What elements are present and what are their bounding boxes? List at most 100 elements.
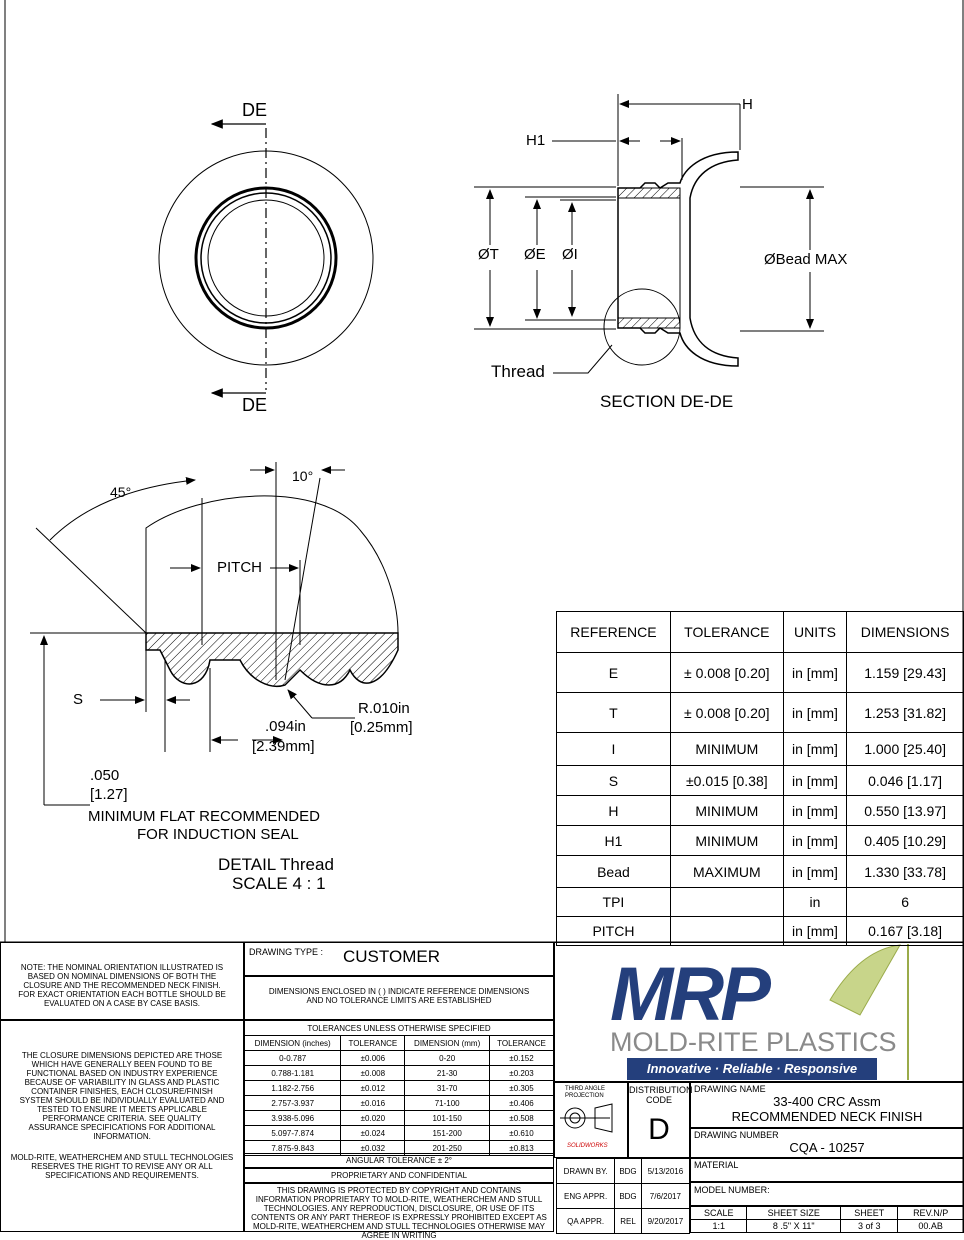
table-cell: 71-100 <box>404 1095 491 1111</box>
dimension-header: UNITS <box>782 611 848 653</box>
material-cell: MATERIAL <box>690 1158 964 1182</box>
table-cell: ±0.032 <box>340 1140 406 1156</box>
table-cell: ±0.406 <box>489 1095 554 1111</box>
table-cell: in <box>782 887 848 917</box>
signoff-cell: QA APPR. <box>555 1208 616 1234</box>
dimensions-note: DIMENSIONS ENCLOSED IN ( ) INDICATE REFE… <box>244 976 554 1020</box>
tolerance-header: DIMENSION (mm) <box>404 1035 491 1051</box>
table-cell: in [mm] <box>782 795 848 826</box>
pitch-label: PITCH <box>217 559 262 576</box>
table-cell: 1.253 [31.82] <box>846 692 964 733</box>
top-section-label: DE <box>242 100 268 120</box>
closure-note: THE CLOSURE DIMENSIONS DEPICTED ARE THOS… <box>19 1051 225 1141</box>
table-cell: MINIMUM <box>669 825 784 856</box>
table-cell: E <box>556 652 671 693</box>
dim-bead-label: ØBead MAX <box>764 251 848 268</box>
projection-symbol-icon <box>560 1103 613 1133</box>
orientation-note: NOTE: THE NOMINAL ORIENTATION ILLUSTRATE… <box>0 942 244 1020</box>
table-cell: 21-30 <box>404 1065 491 1081</box>
model-number-label: MODEL NUMBER: <box>694 1185 770 1195</box>
table-cell: ± 0.008 [0.20] <box>669 692 784 733</box>
detail-title: DETAIL Thread <box>218 855 334 874</box>
table-row: E± 0.008 [0.20]in [mm]1.159 [29.43] <box>556 652 964 693</box>
material-label: MATERIAL <box>694 1160 739 1170</box>
drawing-name-label: DRAWING NAME <box>694 1084 766 1094</box>
table-cell: MAXIMUM <box>669 855 784 888</box>
table-cell: 1.182-2.756 <box>243 1080 342 1096</box>
signoff-cell: 7/6/2017 <box>640 1183 691 1209</box>
table-cell: 0-0.787 <box>243 1050 342 1066</box>
table-cell: ±0.024 <box>340 1125 406 1141</box>
proprietary-label: PROPRIETARY AND CONFIDENTIAL <box>244 1168 554 1183</box>
drawing-number-cell: DRAWING NUMBER CQA - 10257 <box>690 1128 964 1158</box>
dim-t-label: ØT <box>478 246 499 263</box>
flat-note-line1: MINIMUM FLAT RECOMMENDED <box>88 808 320 825</box>
tagline: Innovative · Reliable · Responsive <box>627 1058 877 1080</box>
angle-10-label: 10° <box>292 468 314 484</box>
drawing-name-line1: 33-400 CRC Assm <box>773 1094 881 1109</box>
table-cell: ±0.610 <box>489 1125 554 1141</box>
table-cell: ±0.020 <box>340 1110 406 1126</box>
projection-cell: THIRD ANGLE PROJECTION SOLIDWORKS <box>554 1082 628 1158</box>
rights-note: MOLD-RITE, WEATHERCHEM AND STULL TECHNOL… <box>10 1153 234 1180</box>
table-cell: 6 <box>846 887 964 917</box>
company-name: MOLD-RITE PLASTICS <box>610 1027 897 1057</box>
angle-45-label: 45° <box>110 484 132 500</box>
table-cell: ±0.203 <box>489 1065 554 1081</box>
thread-callout: Thread <box>491 362 545 381</box>
flat-note-line2: FOR INDUCTION SEAL <box>137 826 299 843</box>
signoff-cell: BDG <box>614 1158 642 1184</box>
width-mm-label: [2.39mm] <box>252 738 315 755</box>
flat-mm-label: [1.27] <box>90 786 128 803</box>
projection-label: THIRD ANGLE PROJECTION <box>565 1086 606 1099</box>
table-cell: ±0.015 [0.38] <box>669 765 784 796</box>
table-cell: 101-150 <box>404 1110 491 1126</box>
table-cell: ±0.012 <box>340 1080 406 1096</box>
table-cell: 0-20 <box>404 1050 491 1066</box>
table-cell: in [mm] <box>782 765 848 796</box>
table-cell: 0.788-1.181 <box>243 1065 342 1081</box>
tolerance-header: TOLERANCE <box>340 1035 406 1051</box>
table-cell: Bead <box>556 855 671 888</box>
distribution-cell: DISTRIBUTION CODE D <box>628 1082 693 1158</box>
table-cell: T <box>556 692 671 733</box>
table-cell: PITCH <box>556 916 671 946</box>
drawing-type-value: CUSTOMER <box>343 947 440 966</box>
drawing-name-line2: RECOMMENDED NECK FINISH <box>731 1109 923 1124</box>
dimension-header: DIMENSIONS <box>846 611 964 653</box>
table-cell: 7.875-9.843 <box>243 1140 342 1156</box>
dim-s-label: S <box>73 691 84 708</box>
signoff-cell: ENG APPR. <box>555 1183 616 1209</box>
detail-view <box>30 462 399 806</box>
table-row: S±0.015 [0.38]in [mm]0.046 [1.17] <box>556 765 964 796</box>
table-cell: in [mm] <box>782 732 848 766</box>
table-cell: MINIMUM <box>669 732 784 766</box>
dim-e-label: ØE <box>524 246 546 263</box>
dimension-header: REFERENCE <box>556 611 671 653</box>
table-cell <box>669 916 784 946</box>
radius-mm-label: [0.25mm] <box>350 719 413 736</box>
flat-in-label: .050 <box>90 767 120 784</box>
signoff-cell: REL <box>614 1208 642 1234</box>
drawing-name-cell: DRAWING NAME 33-400 CRC Assm RECOMMENDED… <box>690 1082 964 1128</box>
table-cell <box>669 887 784 917</box>
table-cell: 1.000 [25.40] <box>846 732 964 766</box>
top-view <box>158 119 374 398</box>
radius-in-label: R.010in <box>358 700 410 717</box>
table-cell: ± 0.008 [0.20] <box>669 652 784 693</box>
signoff-cell: BDG <box>614 1183 642 1209</box>
table-cell: 151-200 <box>404 1125 491 1141</box>
table-cell: MINIMUM <box>669 795 784 826</box>
